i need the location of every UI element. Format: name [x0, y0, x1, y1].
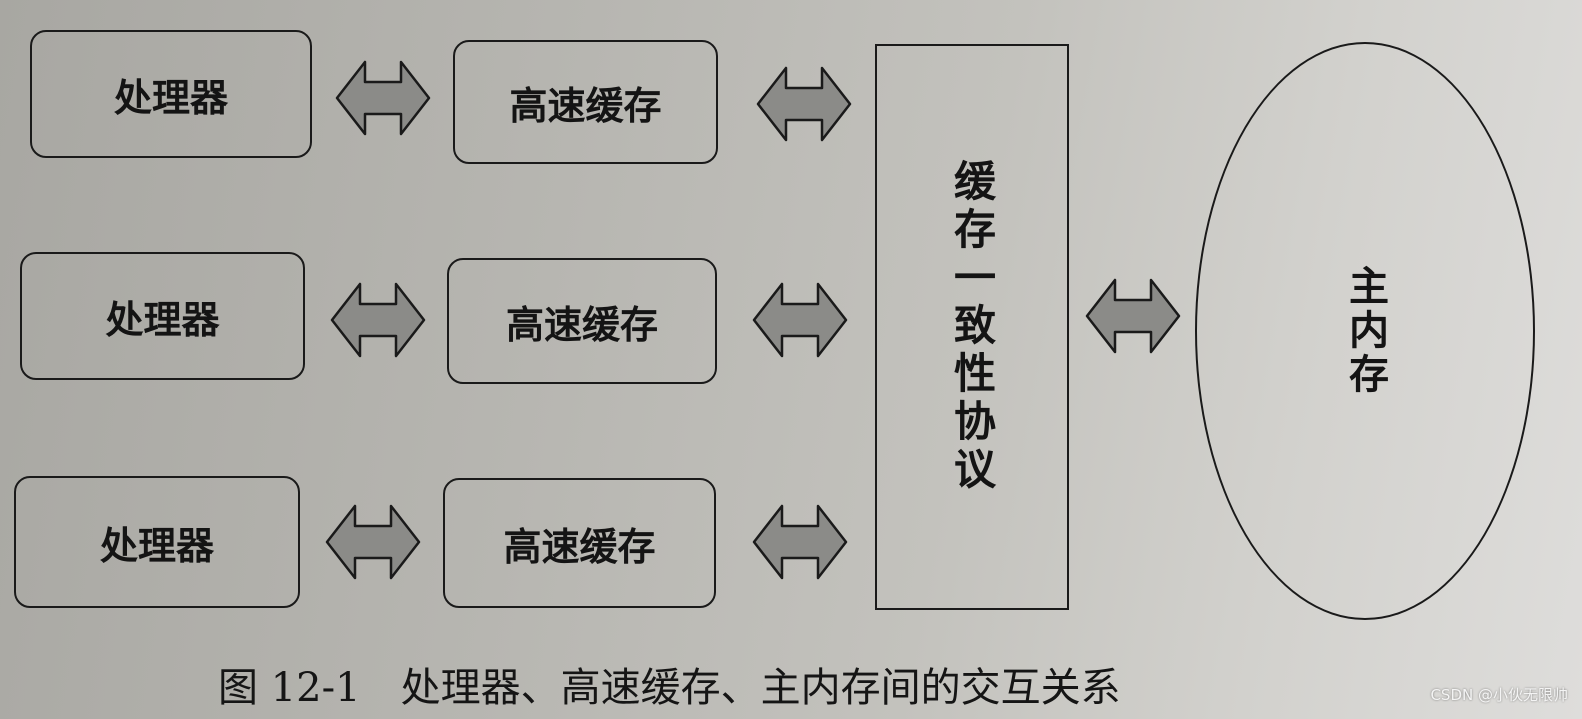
cache-box-3: 高速缓存 [443, 478, 716, 608]
protocol-label: 缓存一致性协议 [947, 159, 997, 495]
double-arrow-icon [1085, 276, 1181, 356]
cache-box-2: 高速缓存 [447, 258, 717, 384]
double-arrow-icon [756, 64, 852, 144]
double-arrow-icon [752, 502, 848, 582]
cache-coherence-protocol-box: 缓存一致性协议 [875, 44, 1069, 610]
main-memory-ellipse: 主内存 [1195, 42, 1535, 620]
double-arrow-icon [325, 502, 421, 582]
processor-box-3: 处理器 [14, 476, 300, 608]
processor-box-2: 处理器 [20, 252, 305, 380]
cache-box-1: 高速缓存 [453, 40, 718, 164]
double-arrow-icon [752, 280, 848, 360]
processor-box-1: 处理器 [30, 30, 312, 158]
watermark: CSDN @小伙无限帅 [1430, 686, 1568, 704]
main-memory-label: 主内存 [1342, 265, 1388, 397]
double-arrow-icon [330, 280, 426, 360]
double-arrow-icon [335, 58, 431, 138]
figure-caption: 图 12-1 处理器、高速缓存、主内存间的交互关系 [218, 665, 1121, 711]
